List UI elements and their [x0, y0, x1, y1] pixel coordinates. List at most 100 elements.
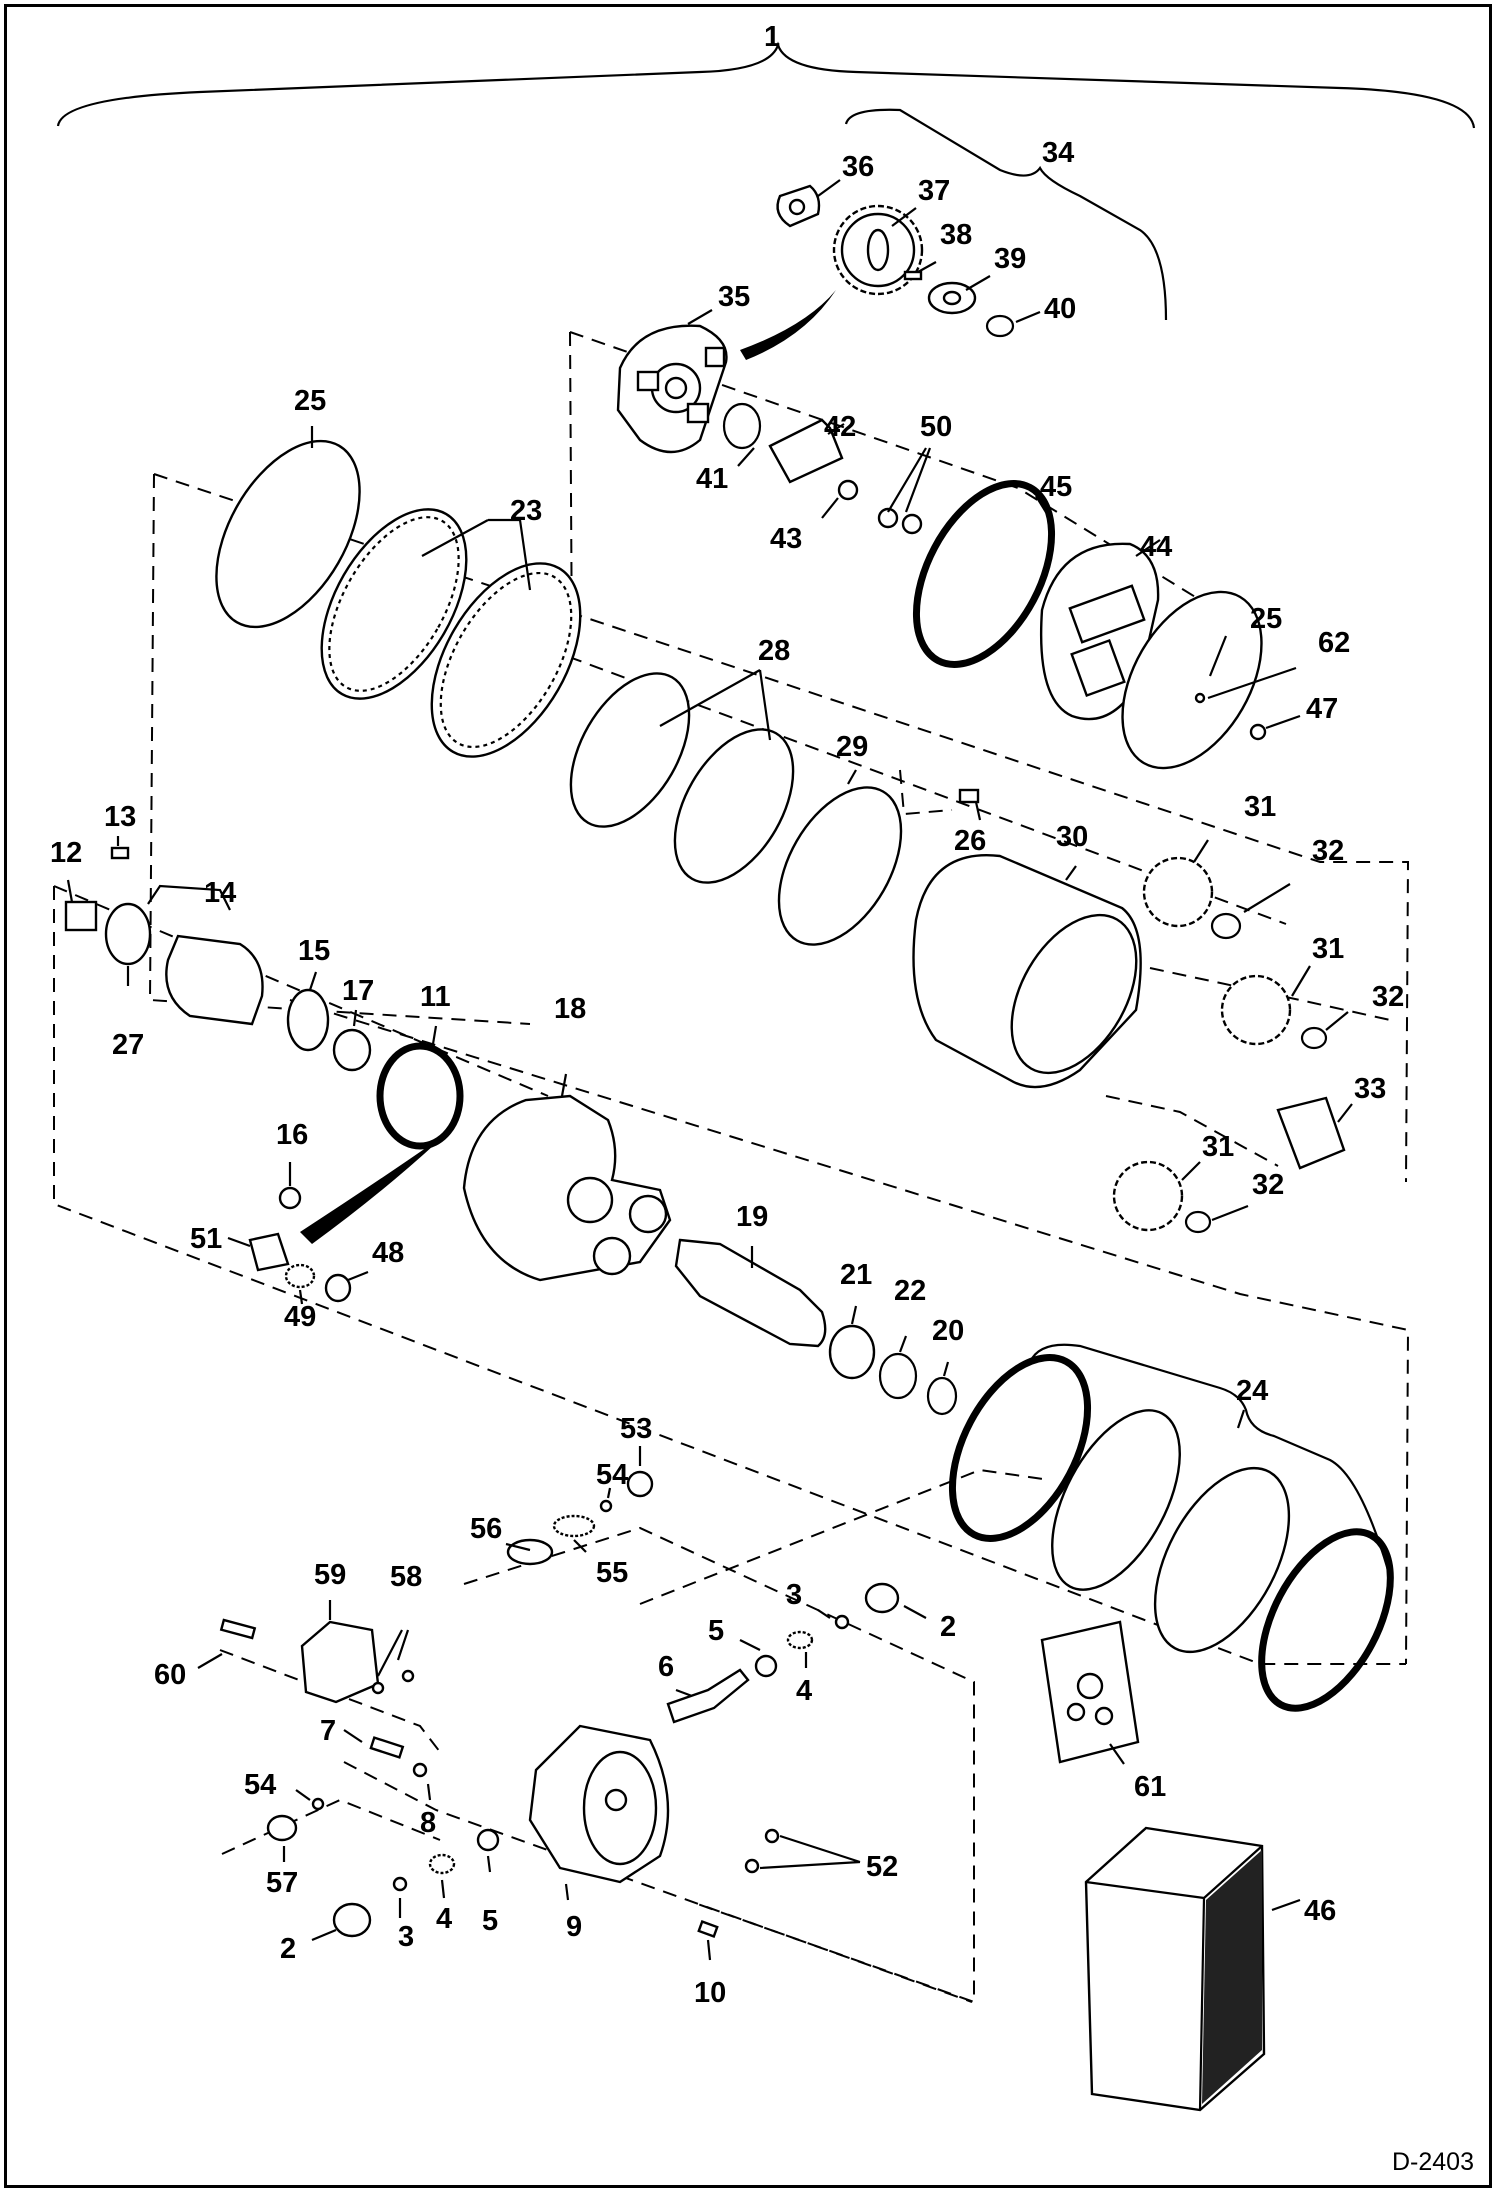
part-47-bolt: [1249, 723, 1267, 741]
part-35-bore: [664, 376, 688, 400]
part-52-o-ring-b: [744, 1858, 760, 1874]
part-15-swash-plate: [286, 988, 330, 1052]
label-3b: 3: [398, 1921, 414, 1953]
label-20: 20: [932, 1315, 964, 1347]
drawing-border: [4, 4, 1492, 2188]
label-11: 11: [420, 981, 451, 1013]
part-29-gasket: [777, 786, 903, 946]
label-23: 23: [510, 495, 542, 527]
label-24: 24: [1236, 1375, 1268, 1407]
label-54b: 54: [244, 1769, 276, 1801]
part-57-plug: [266, 1814, 298, 1842]
part-54-o-ring-b: [311, 1797, 325, 1811]
part-62-plug: [1194, 692, 1206, 704]
label-31b: 31: [1312, 933, 1344, 965]
part-8-washer: [412, 1762, 428, 1778]
part-11-o-ring: [376, 1042, 464, 1150]
part-23-bearing-a: [320, 508, 468, 700]
part-48-washer: [324, 1273, 352, 1303]
part-61-hole-c: [1094, 1706, 1114, 1726]
part-26-dowel: [958, 788, 980, 804]
label-31c: 31: [1202, 1131, 1234, 1163]
label-12: 12: [50, 837, 82, 869]
part-52-o-ring-a: [764, 1828, 780, 1844]
part-4-spring-upper: [786, 1630, 814, 1650]
label-9: 9: [566, 1911, 582, 1943]
part-9-port: [604, 1788, 628, 1812]
assembly-line-n: [1149, 967, 1391, 1021]
label-27: 27: [112, 1029, 144, 1061]
part-3-o-ring-upper: [834, 1614, 850, 1630]
part-44-nameplate: [1070, 638, 1126, 698]
label-2b-text: 2: [280, 1933, 296, 1965]
part-41-retaining-ring: [722, 402, 762, 450]
label-28: 28: [758, 635, 790, 667]
part-28-ring-a: [569, 672, 691, 828]
part-49-spring: [284, 1263, 316, 1289]
label-21: 21: [840, 1259, 872, 1291]
part-61-hole-b: [1066, 1702, 1086, 1722]
label-47: 47: [1306, 693, 1338, 725]
part-13-pin: [110, 846, 130, 860]
label-38: 38: [940, 219, 972, 251]
label-34: 34: [1042, 137, 1074, 169]
label-60: 60: [154, 1659, 186, 1691]
label-29: 29: [836, 731, 868, 763]
label-32a: 32: [1312, 835, 1344, 867]
label-5a: 5: [708, 1615, 724, 1647]
part-16-ball: [278, 1186, 302, 1210]
assembly-line-f: [53, 886, 1406, 1665]
label-39: 39: [994, 243, 1026, 275]
part-17-bearing: [332, 1028, 372, 1072]
drawing-id: D-2403: [1392, 2148, 1474, 2176]
label-46: 46: [1304, 1895, 1336, 1927]
label-53: 53: [620, 1413, 652, 1445]
assembly-line-o: [1105, 1095, 1279, 1167]
label-62: 62: [1318, 627, 1350, 659]
label-13: 13: [104, 801, 136, 833]
part-35-pin-b: [686, 402, 710, 424]
label-42: 42: [824, 411, 856, 443]
brace-kit-34: [844, 108, 1168, 321]
part-18-port-b: [628, 1194, 668, 1234]
label-31a: 31: [1244, 791, 1276, 823]
label-48: 48: [372, 1237, 404, 1269]
label-25a: 25: [294, 385, 326, 417]
label-4a: 4: [796, 1675, 812, 1707]
part-21-bearing: [828, 1324, 876, 1380]
part-42-shaft: [768, 418, 844, 484]
part-6-valve-spool: [666, 1668, 750, 1724]
label-8: 8: [420, 1807, 436, 1839]
part-60-bolt: [219, 1618, 257, 1640]
label-25b: 25: [1250, 603, 1282, 635]
part-23-bearing-a-balls: [328, 516, 460, 692]
label-5b: 5: [482, 1905, 498, 1937]
part-50-washer-a: [877, 507, 899, 529]
label-41: 41: [696, 463, 728, 495]
label-3a: 3: [786, 1579, 802, 1611]
part-59-valve-block: [300, 1620, 380, 1704]
label-33: 33: [1354, 1073, 1386, 1105]
part-50-washer-b: [901, 513, 923, 535]
label-15: 15: [298, 935, 330, 967]
label-14: 14: [204, 877, 236, 909]
part-31-planet-gear-a: [1142, 856, 1214, 928]
label-17: 17: [342, 975, 374, 1007]
label-57: 57: [266, 1867, 298, 1899]
label-10: 10: [694, 1977, 726, 2009]
label-18: 18: [554, 993, 586, 1025]
label-58: 58: [390, 1561, 422, 1593]
brace-kit-24: [1028, 1343, 1390, 1571]
part-56-relief-valve: [506, 1538, 554, 1566]
part-35-pin-c: [704, 346, 726, 368]
label-36: 36: [842, 151, 874, 183]
label-49: 49: [284, 1301, 316, 1333]
part-38-pin: [903, 270, 923, 281]
installation-arrow-16: [300, 1134, 446, 1244]
part-12-bushing: [64, 900, 98, 932]
label-54a: 54: [596, 1459, 628, 1491]
part-31-planet-gear-c: [1112, 1160, 1184, 1232]
assembly-line-k: [221, 1798, 441, 1855]
label-43: 43: [770, 523, 802, 555]
part-32-snap-ring-c: [1184, 1210, 1212, 1234]
